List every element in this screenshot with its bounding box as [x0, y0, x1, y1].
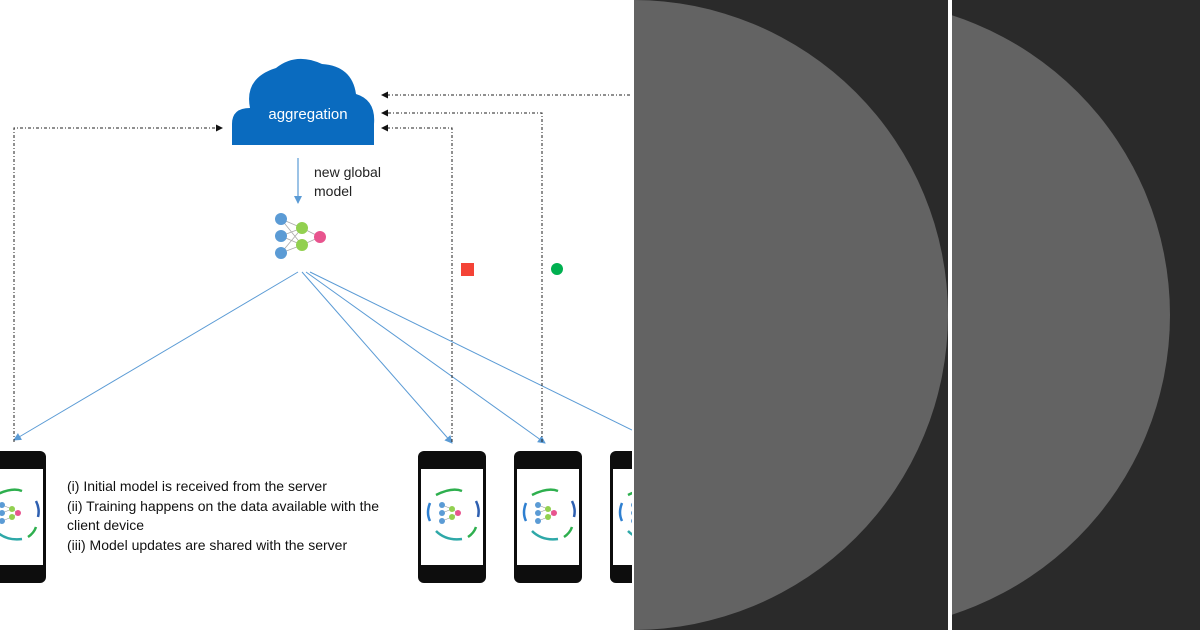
new-global-model-caption: new global model: [314, 163, 434, 201]
step-3: (iii) Model updates are shared with the …: [67, 536, 348, 553]
update-return-lines: [13, 91, 630, 442]
red-square-marker: [461, 263, 474, 276]
federated-learning-diagram: [0, 58, 632, 585]
aggregation-label: aggregation: [268, 106, 348, 123]
step-1: (i) Initial model is received from the s…: [67, 478, 327, 494]
client-phone-3: [512, 449, 584, 585]
dark-panel-left: [634, 0, 948, 630]
green-dot-marker: [551, 263, 563, 275]
distribution-lines: [13, 271, 632, 444]
half-circle-left: [634, 0, 948, 630]
caption-line-1: new global: [314, 164, 381, 180]
process-steps: (i) Initial model is received from the s…: [67, 477, 407, 555]
client-phone-1: [0, 449, 48, 585]
half-circle-right: [952, 0, 1170, 630]
caption-line-2: model: [314, 183, 353, 199]
step-2: (ii) Training happens on the data availa…: [67, 497, 380, 514]
neural-network-icon: [275, 213, 326, 259]
aggregation-cloud: [232, 58, 375, 145]
dark-panel-right: [952, 0, 1200, 630]
client-phone-4: [608, 449, 632, 585]
step-2-continued: client device: [67, 517, 145, 533]
client-phone-2: [416, 449, 488, 585]
